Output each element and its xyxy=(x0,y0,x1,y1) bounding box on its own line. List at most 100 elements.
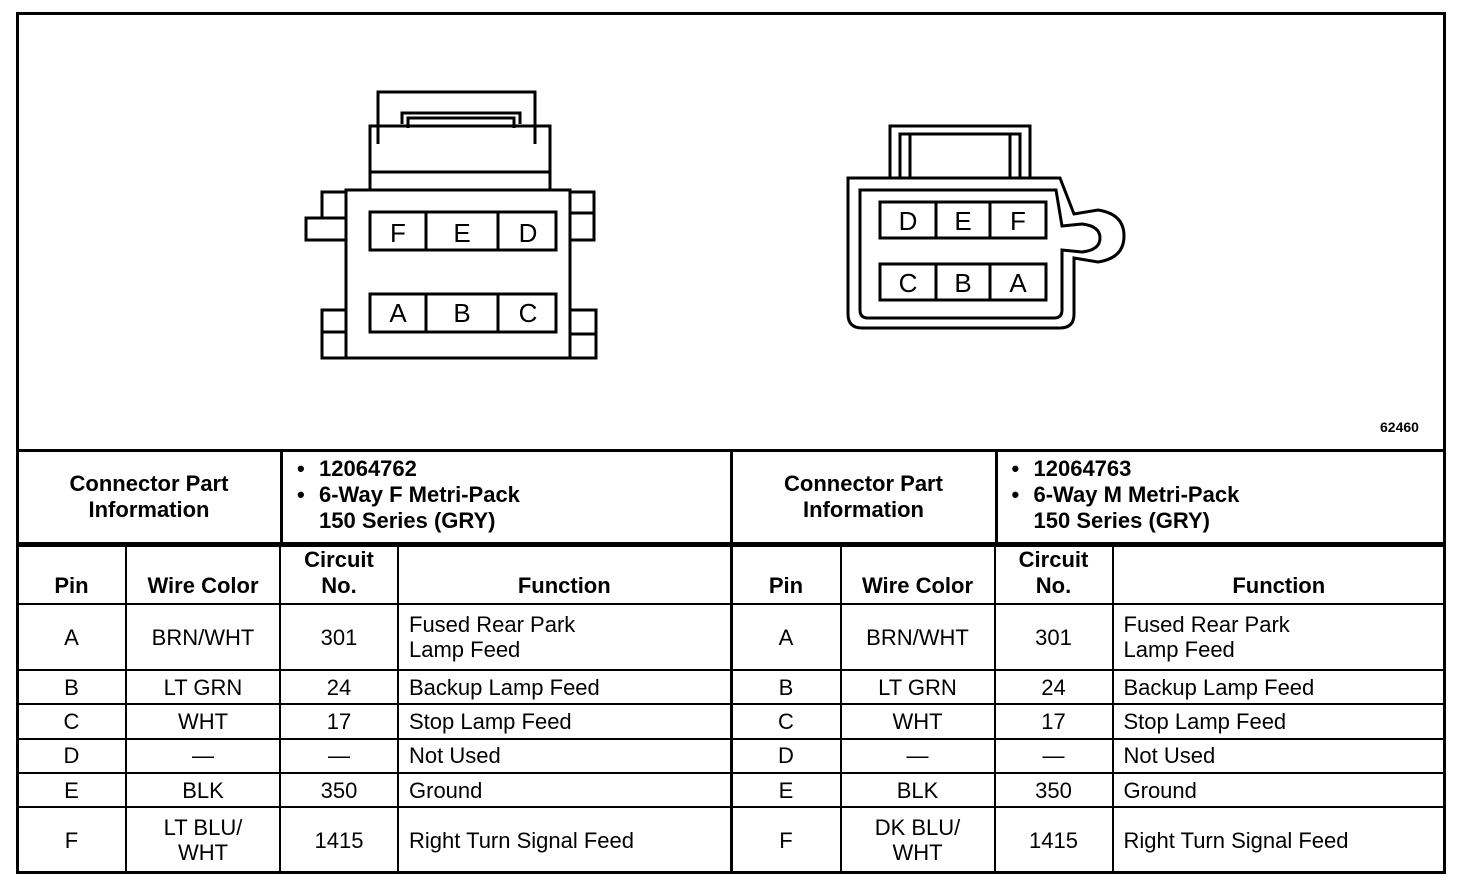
cell-wire-color: DK BLU/WHT xyxy=(839,806,996,872)
cell-circuit-no: 1415 xyxy=(279,806,399,872)
male-connector-body xyxy=(846,124,1126,330)
male-bottom-pin-cavity xyxy=(878,262,1048,302)
cell-circuit-no: 301 xyxy=(993,602,1114,672)
header-function: Function xyxy=(1111,545,1444,605)
cell-function: Not Used xyxy=(1111,737,1444,774)
female-pin-label: C xyxy=(519,298,538,328)
cell-pin: B xyxy=(732,669,842,706)
header-wire-color: Wire Color xyxy=(839,545,996,605)
cell-wire-color: LT GRN xyxy=(125,669,281,706)
cell-pin: C xyxy=(732,703,842,740)
female-pin-label: A xyxy=(389,298,407,328)
male-pin-label: C xyxy=(899,268,918,298)
cell-wire-color: WHT xyxy=(125,703,281,740)
cell-pin: E xyxy=(732,771,842,809)
cell-function: Backup Lamp Feed xyxy=(397,669,730,706)
connector-description: 6-Way M Metri-Pack xyxy=(1033,482,1240,507)
table-row: D——Not Used xyxy=(18,737,730,774)
cell-circuit-no: 301 xyxy=(279,602,399,672)
cell-pin: D xyxy=(18,737,127,774)
cell-pin: B xyxy=(18,669,127,706)
part-info-list: •12064763 •6-Way M Metri-Pack 150 Series… xyxy=(998,452,1445,542)
cell-pin: F xyxy=(18,806,127,872)
connector-side: Connector Part Information •12064762 •6-… xyxy=(18,449,730,872)
connector-series: 150 Series (GRY) xyxy=(1033,508,1211,533)
connector-description: 6-Way F Metri-Pack xyxy=(319,482,520,507)
male-pin-label: B xyxy=(954,268,971,298)
male-pin-label: F xyxy=(1010,206,1026,236)
cell-wire-color: BRN/WHT xyxy=(839,602,996,672)
cell-pin: E xyxy=(18,771,127,809)
cell-circuit-no: 350 xyxy=(993,771,1114,809)
male-top-pin-cavity xyxy=(878,200,1048,240)
female-pin-label: F xyxy=(390,218,406,248)
cell-function: Stop Lamp Feed xyxy=(1111,703,1444,740)
cell-pin: A xyxy=(732,602,842,672)
figure-id: 62460 xyxy=(1380,419,1419,435)
header-function: Function xyxy=(397,545,730,605)
cell-circuit-no: 17 xyxy=(279,703,399,740)
info-label: Connector Part Information xyxy=(733,452,998,542)
male-pin-label: E xyxy=(954,206,971,236)
connector-tables: Connector Part Information •12064762 •6-… xyxy=(18,449,1444,872)
table-row: D——Not Used xyxy=(732,737,1444,774)
figure-frame xyxy=(16,12,1446,874)
part-number: 12064763 xyxy=(1033,456,1132,481)
cell-pin: A xyxy=(18,602,127,672)
cell-circuit-no: 24 xyxy=(993,669,1114,706)
cell-wire-color: — xyxy=(839,737,996,774)
female-pin-label: B xyxy=(453,298,470,328)
cell-function: Not Used xyxy=(397,737,730,774)
cell-wire-color: — xyxy=(125,737,281,774)
cell-circuit-no: 1415 xyxy=(993,806,1114,872)
male-pin-label: D xyxy=(899,206,918,236)
female-pin-label: E xyxy=(453,218,470,248)
cell-function: Ground xyxy=(1111,771,1444,809)
cell-pin: D xyxy=(732,737,842,774)
cell-wire-color: LT BLU/WHT xyxy=(125,806,281,872)
cell-wire-color: WHT xyxy=(839,703,996,740)
cell-wire-color: LT GRN xyxy=(839,669,996,706)
cell-function: Right Turn Signal Feed xyxy=(397,806,730,872)
male-pin-label: A xyxy=(1009,268,1027,298)
cell-function: Ground xyxy=(397,771,730,809)
info-label: Connector Part Information xyxy=(18,452,283,542)
part-info-list: •12064762 •6-Way F Metri-Pack 150 Series… xyxy=(283,452,730,542)
cell-wire-color: BLK xyxy=(125,771,281,809)
cell-function: Right Turn Signal Feed xyxy=(1111,806,1444,872)
female-connector-body xyxy=(304,90,598,360)
part-number: 12064762 xyxy=(319,456,417,481)
connector-part-info: Connector Part Information •12064762 •6-… xyxy=(18,449,730,545)
cell-wire-color: BRN/WHT xyxy=(125,602,281,672)
cell-pin: C xyxy=(18,703,127,740)
connector-part-info: Connector Part Information •12064763 •6-… xyxy=(732,449,1445,545)
cell-wire-color: BLK xyxy=(839,771,996,809)
female-pin-label: D xyxy=(519,218,538,248)
cell-function: Stop Lamp Feed xyxy=(397,703,730,740)
connector-side: Connector Part Information •12064763 •6-… xyxy=(729,449,1445,872)
header-pin: Pin xyxy=(732,545,842,605)
connector-diagram: F E D A B C D E F C B A xyxy=(304,90,1126,360)
female-top-pin-cavity xyxy=(368,210,558,252)
cell-circuit-no: 24 xyxy=(279,669,399,706)
header-pin: Pin xyxy=(18,545,127,605)
cell-circuit-no: 17 xyxy=(993,703,1114,740)
cell-circuit-no: — xyxy=(993,737,1114,774)
female-bottom-pin-cavity xyxy=(368,292,558,334)
cell-pin: F xyxy=(732,806,842,872)
